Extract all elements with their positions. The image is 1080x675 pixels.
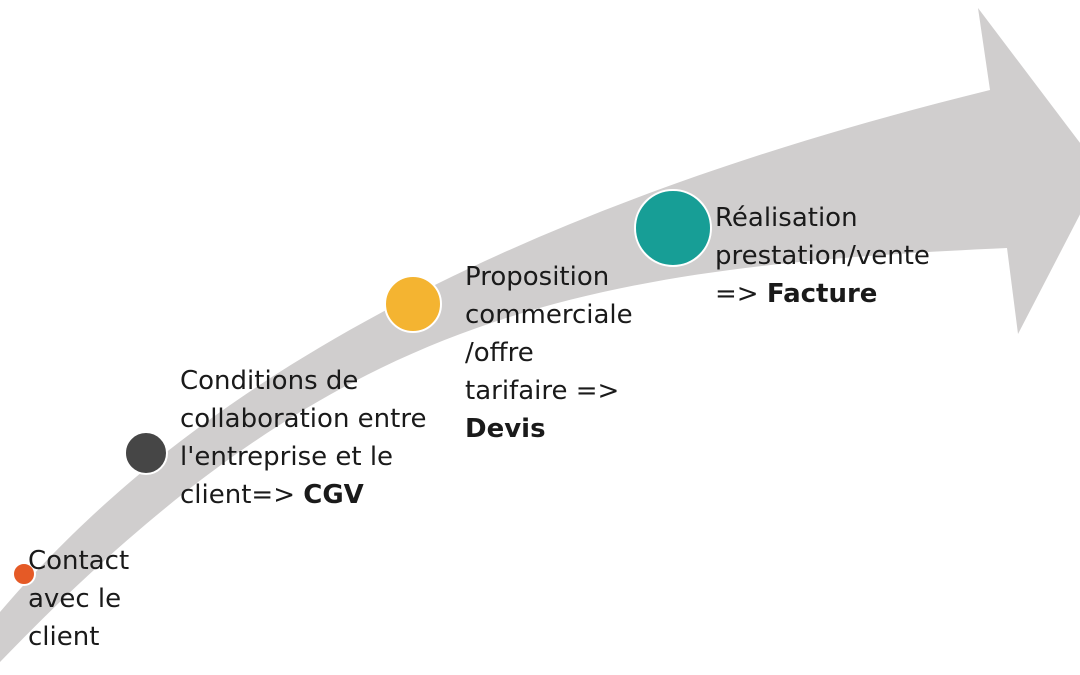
step-3-marker: [384, 275, 442, 333]
step-1-line-1: Contact: [28, 546, 130, 576]
step-4-line-3-text: =>: [715, 279, 767, 309]
step-3-line-3: /offre: [465, 338, 534, 368]
step-3-line-2: commerciale: [465, 300, 633, 330]
step-3-label: Proposition commerciale /offre tarifaire…: [465, 258, 633, 448]
step-2-marker: [124, 431, 168, 475]
step-4-line-2: prestation/vente: [715, 241, 930, 271]
step-1-marker: [12, 562, 36, 586]
step-3-line-1: Proposition: [465, 262, 610, 292]
step-2-line-4: client=> CGV: [180, 476, 426, 514]
step-1-line-2: avec le: [28, 584, 122, 614]
step-3-keyword: Devis: [465, 414, 546, 444]
step-2-line-3: l'entreprise et le: [180, 442, 394, 472]
step-4-line-1: Réalisation: [715, 203, 858, 233]
step-2-keyword: CGV: [303, 480, 364, 510]
arrow-shape: [0, 8, 1080, 662]
step-2-line-4-text: client=>: [180, 480, 304, 510]
step-4-keyword: Facture: [766, 279, 878, 309]
step-1-line-3: client: [28, 622, 100, 652]
step-4-marker: [634, 189, 712, 267]
step-2-line-1: Conditions de: [180, 366, 359, 396]
step-2-label: Conditions de collaboration entre l'entr…: [180, 362, 426, 514]
step-1-label: Contact avec le client: [28, 542, 129, 656]
step-4-label: Réalisation prestation/vente => Facture: [715, 199, 930, 313]
step-2-line-2: collaboration entre: [180, 404, 427, 434]
step-4-line-3: => Facture: [715, 275, 930, 313]
step-3-line-4: tarifaire =>: [465, 376, 620, 406]
